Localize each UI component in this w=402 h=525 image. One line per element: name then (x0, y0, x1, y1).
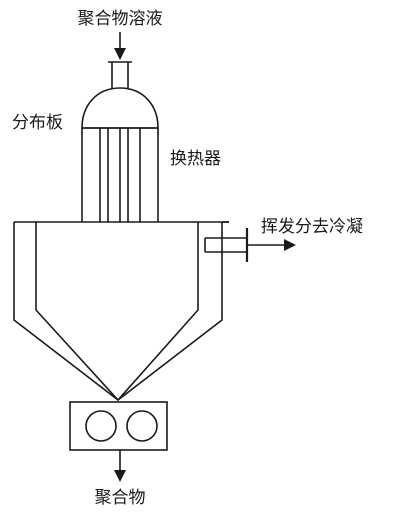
product-outlet-arrow (114, 450, 126, 482)
gear-right-icon (126, 410, 158, 442)
vapor-outlet-arrow (247, 239, 296, 251)
heat-exchanger-label: 换热器 (170, 149, 221, 169)
vessel-outer-wall (13, 222, 223, 402)
inlet-label: 聚合物溶液 (78, 9, 163, 29)
inlet-nozzle (108, 61, 132, 88)
heat-exchanger-shell (81, 128, 159, 222)
gear-left-icon (85, 410, 117, 442)
vessel-inner-wall (35, 222, 199, 402)
distributor-label: 分布板 (12, 113, 63, 133)
vapor-outlet-label: 挥发分去冷凝 (261, 217, 363, 237)
inlet-arrow (114, 32, 126, 60)
vapor-outlet-nozzle (204, 228, 249, 262)
top-dome (81, 87, 159, 129)
heat-exchanger-tubes (99, 128, 141, 222)
discharge-pump-box (69, 401, 168, 451)
product-outlet-label: 聚合物 (95, 488, 146, 508)
